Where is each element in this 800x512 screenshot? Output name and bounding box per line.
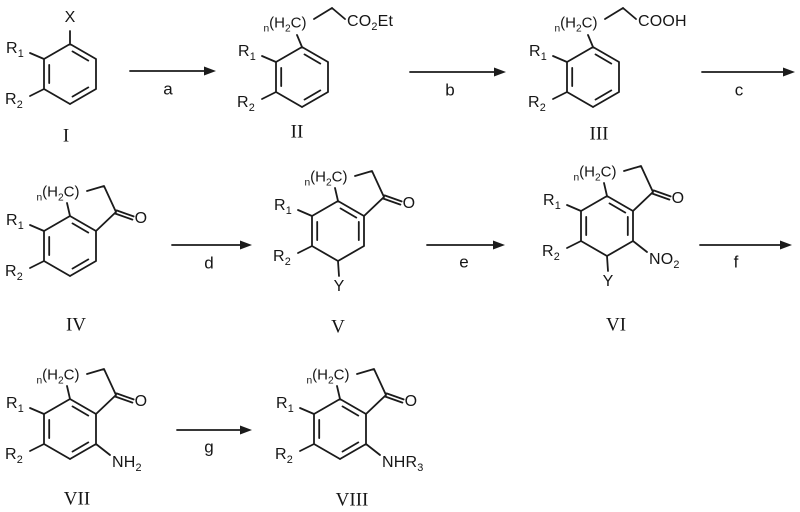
compound-III-chain-end-group-label: COOH [638, 13, 687, 30]
compound-IV-ring-size-label: n(H2C) [36, 183, 80, 204]
compound-VII-r2-label: R2 [4, 446, 24, 467]
compound-I-r1-label: R1 [5, 40, 25, 61]
reaction-step-b-label: b [445, 80, 455, 100]
bond-lines [29, 7, 787, 460]
compound-III-numeral-label: III [589, 123, 609, 145]
compound-II-numeral-label: II [290, 121, 304, 143]
reaction-step-f-label: f [733, 252, 739, 272]
compound-VI-r1-label: R1 [542, 192, 562, 213]
compound-I-numeral-label: I [62, 125, 70, 147]
compound-I-halide-label: X [64, 9, 76, 26]
compound-VIII-ring-size-label: n(H2C) [306, 366, 350, 387]
compound-IV-r1-label: R1 [5, 212, 25, 233]
reaction-step-g-label: g [204, 437, 214, 457]
compound-VII-ketone-oxygen-label: O [134, 393, 148, 410]
compound-III-r1-label: R1 [528, 43, 548, 64]
compound-IV-numeral-label: IV [65, 314, 87, 336]
compound-II-methylene-chain-label: n(H2C) [263, 14, 307, 35]
compound-VI-r2-label: R2 [541, 243, 561, 264]
compound-VIII-r1-label: R1 [275, 395, 295, 416]
compound-V-ketone-oxygen-label: O [402, 195, 416, 212]
compound-VII-amino-group-label: NH2 [112, 454, 142, 475]
reaction-step-c-label: c [734, 80, 744, 100]
compound-VIII-numeral-label: VIII [335, 489, 369, 511]
compound-VI-numeral-label: VI [605, 314, 627, 336]
compound-V-ring-size-label: n(H2C) [304, 168, 348, 189]
compound-III-methylene-chain-label: n(H2C) [554, 14, 598, 35]
compound-V-numeral-label: V [331, 316, 345, 338]
compound-V-r2-label: R2 [272, 248, 292, 269]
compound-VII-ring-size-label: n(H2C) [36, 366, 80, 387]
compound-II-chain-end-group-label: CO2Et [347, 13, 394, 34]
reaction-step-e-label: e [459, 252, 469, 272]
compound-VIII-amino-group-label: NHR3 [382, 454, 424, 475]
compound-IV-ketone-oxygen-label: O [134, 210, 148, 227]
compound-IV-r2-label: R2 [4, 263, 24, 284]
compound-VIII-ketone-oxygen-label: O [404, 393, 418, 410]
reaction-step-a-label: a [163, 79, 173, 99]
compound-VI-nitro-group-label: NO2 [649, 251, 680, 272]
compound-VII-r1-label: R1 [5, 395, 25, 416]
compound-II-r2-label: R2 [236, 94, 256, 115]
compound-V-r1-label: R1 [273, 197, 293, 218]
compound-VIII-r2-label: R2 [274, 446, 294, 467]
compound-VII-numeral-label: VII [63, 488, 91, 510]
compound-II-r1-label: R1 [237, 43, 257, 64]
compound-III-r2-label: R2 [527, 94, 547, 115]
compound-VI-y-substituent-label: Y [602, 273, 614, 290]
compound-I-r2-label: R2 [4, 91, 24, 112]
compound-V-y-substituent-label: Y [333, 278, 345, 295]
compound-VI-ring-size-label: n(H2C) [573, 163, 617, 184]
compound-VI-ketone-oxygen-label: O [671, 190, 685, 207]
reaction-step-d-label: d [204, 253, 214, 273]
